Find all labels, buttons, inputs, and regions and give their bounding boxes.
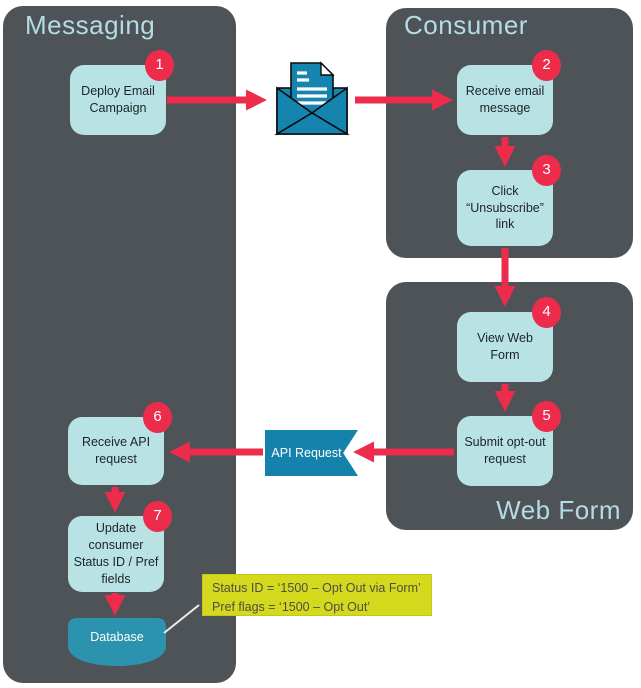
step-number-badge: 7: [143, 501, 172, 532]
step-label: Receive email message: [465, 84, 545, 115]
step-number-badge: 5: [532, 401, 561, 432]
step-label: Submit opt-out request: [464, 435, 546, 466]
step-number-badge: 3: [532, 155, 561, 186]
api-request-box: API Request: [265, 430, 358, 476]
step-number-badge: 2: [532, 50, 561, 81]
step-receive-api-request: Receive API request 6: [68, 402, 172, 485]
lane-webform-title: Web Form: [496, 495, 621, 525]
database-shape: Database: [66, 616, 168, 668]
email-envelope-icon: [274, 61, 350, 136]
step-click-unsubscribe-link: Click “Unsubscribe” link 3: [457, 155, 561, 246]
status-note-line1: Status ID = ‘1500 – Opt Out via Form’: [212, 581, 421, 595]
api-request-label: API Request: [271, 446, 342, 460]
status-note-line2: Pref flags = ‘1500 – Opt Out’: [212, 599, 371, 614]
step-number-badge: 1: [145, 50, 174, 81]
step-label: Click “Unsubscribe” link: [466, 183, 544, 232]
lane-messaging-title: Messaging: [25, 10, 156, 40]
step-label: View Web Form: [477, 331, 533, 362]
step-submit-opt-out-request: Submit opt-out request 5: [457, 401, 561, 486]
step-number-badge: 4: [532, 297, 561, 328]
database-label: Database: [90, 630, 144, 644]
step-number-badge: 6: [143, 402, 172, 433]
step-label: Update consumer Status ID / Pref fields: [73, 521, 159, 586]
step-view-web-form: View Web Form 4: [457, 297, 561, 382]
step-label: Receive API request: [81, 435, 151, 466]
step-receive-email-message: Receive email message 2: [457, 50, 561, 135]
step-update-consumer-status: Update consumer Status ID / Pref fields …: [68, 501, 172, 592]
step-label: Deploy Email Campaign: [81, 84, 155, 115]
database-icon: [68, 618, 166, 666]
step-deploy-email-campaign: Deploy Email Campaign 1: [70, 50, 174, 135]
status-note: Status ID = ‘1500 – Opt Out via Form’ Pr…: [202, 574, 432, 616]
lane-consumer-title: Consumer: [404, 10, 528, 40]
